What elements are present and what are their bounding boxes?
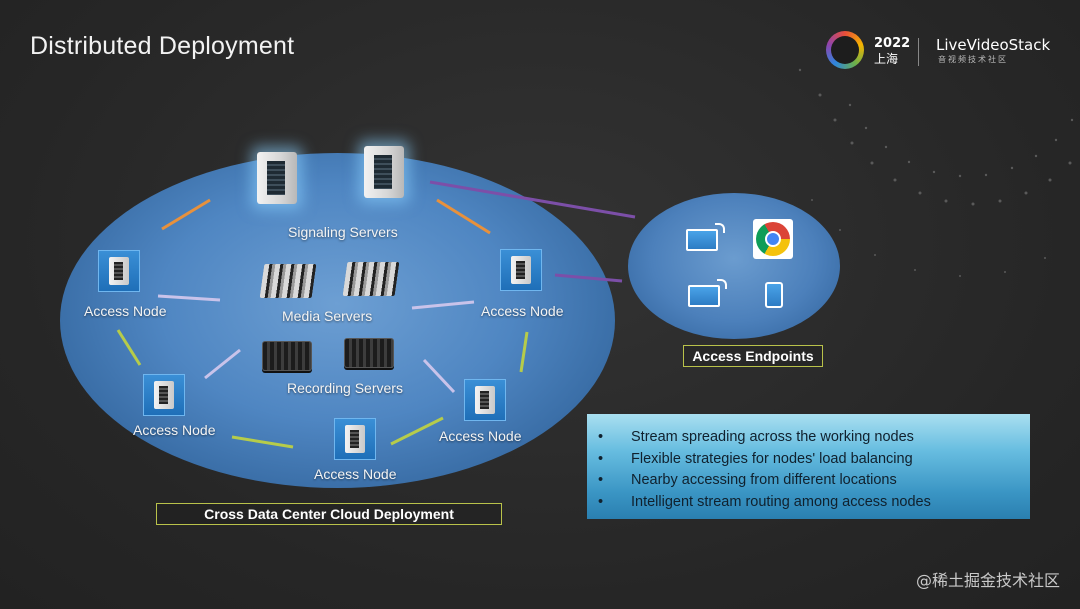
endpoints-cloud <box>628 193 840 339</box>
access-node-icon <box>464 379 506 421</box>
feature-item: • Intelligent stream routing among access… <box>587 492 1030 514</box>
media-server-icon <box>259 264 317 298</box>
media-servers-label: Media Servers <box>282 308 373 324</box>
bullet-marker: • <box>598 450 604 467</box>
access-node-label: Access Node <box>314 466 397 482</box>
link-media-left <box>157 294 221 302</box>
access-node-icon <box>334 418 376 460</box>
feature-text: Nearby accessing from different location… <box>631 472 897 488</box>
link-node-bottom-lowright <box>390 416 444 446</box>
link-accessnode-endpoints <box>554 273 623 283</box>
link-recording-right <box>422 358 456 394</box>
access-node-icon <box>500 249 542 291</box>
access-endpoints-caption: Access Endpoints <box>683 345 823 367</box>
logo-divider <box>918 38 919 66</box>
logo-brand: LiveVideoStack <box>936 36 1051 54</box>
signaling-server-icon <box>257 152 297 204</box>
access-node-label: Access Node <box>133 422 216 438</box>
access-node-icon <box>98 250 140 292</box>
bullet-marker: • <box>598 472 604 488</box>
cast-screen-icon <box>686 223 725 251</box>
chrome-tile <box>753 219 793 259</box>
feature-text: Intelligent stream routing among access … <box>631 493 931 510</box>
watermark: @稀土掘金技术社区 <box>915 571 1060 590</box>
recording-server-icon <box>344 338 394 368</box>
signaling-server-icon <box>364 146 404 198</box>
recording-server-icon <box>262 341 312 371</box>
feature-item: • Stream spreading across the working nod… <box>587 427 1030 449</box>
slide-title: Distributed Deployment <box>30 32 295 60</box>
link-signaling-right <box>436 198 491 235</box>
bullet-marker: • <box>598 493 604 510</box>
link-signaling-endpoints <box>429 180 636 219</box>
access-node-icon <box>143 374 185 416</box>
feature-list: • Stream spreading across the working nod… <box>587 414 1030 513</box>
access-node-label: Access Node <box>439 428 522 444</box>
cloud-deployment-caption: Cross Data Center Cloud Deployment <box>156 503 502 525</box>
link-node-lowleft-bottom <box>231 435 294 449</box>
link-media-right <box>411 300 475 310</box>
feature-text: Stream spreading across the working node… <box>631 429 914 445</box>
conference-logo: 2022 上海 LiveVideoStack 音视频技术社区 <box>826 28 1062 74</box>
access-node-label: Access Node <box>481 303 564 319</box>
feature-bullet-box: • Stream spreading across the working nod… <box>587 414 1030 519</box>
logo-year: 2022 <box>874 36 911 51</box>
conference-logo-icon <box>826 31 864 69</box>
link-recording-left <box>204 348 241 380</box>
link-node-left-lowleft <box>116 329 142 366</box>
feature-item: • Flexible strategies for nodes' load bal… <box>587 449 1030 471</box>
access-node-label: Access Node <box>84 303 167 319</box>
cast-screen-icon <box>688 279 727 307</box>
logo-subtitle: 音视频技术社区 <box>938 55 1008 64</box>
logo-city: 上海 <box>874 52 899 66</box>
mobile-phone-icon <box>765 282 783 308</box>
link-node-right-lowright <box>519 331 529 373</box>
feature-text: Flexible strategies for nodes' load bala… <box>631 450 913 467</box>
link-signaling-left <box>161 198 211 231</box>
signaling-servers-label: Signaling Servers <box>288 224 398 240</box>
feature-item: • Nearby accessing from different locatio… <box>587 470 1030 492</box>
recording-servers-label: Recording Servers <box>287 380 403 396</box>
media-server-icon <box>342 262 400 296</box>
bullet-marker: • <box>598 429 604 445</box>
chrome-icon <box>756 222 790 256</box>
